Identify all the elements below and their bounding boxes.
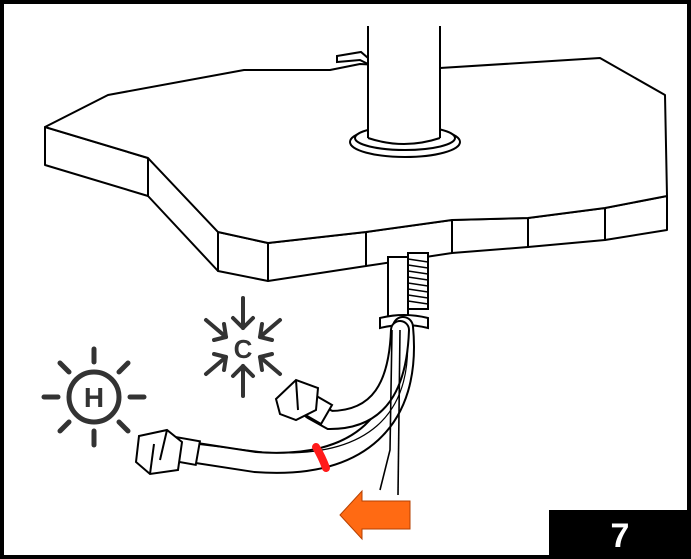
marker-band xyxy=(312,443,330,472)
cold-water-hose xyxy=(302,320,410,431)
countertop xyxy=(44,57,668,282)
hot-letter: H xyxy=(84,382,104,413)
step-number-badge: 7 xyxy=(549,510,691,559)
cold-hose-nut xyxy=(274,378,334,426)
arrow-left-icon xyxy=(339,489,411,541)
faucet-spout-column xyxy=(336,26,461,158)
supply-drop-lines xyxy=(379,329,401,496)
hot-sun-icon xyxy=(41,346,147,448)
cold-snowflake-icon xyxy=(204,296,282,398)
hot-hose-nut xyxy=(134,428,202,476)
cold-letter: C xyxy=(234,334,253,364)
